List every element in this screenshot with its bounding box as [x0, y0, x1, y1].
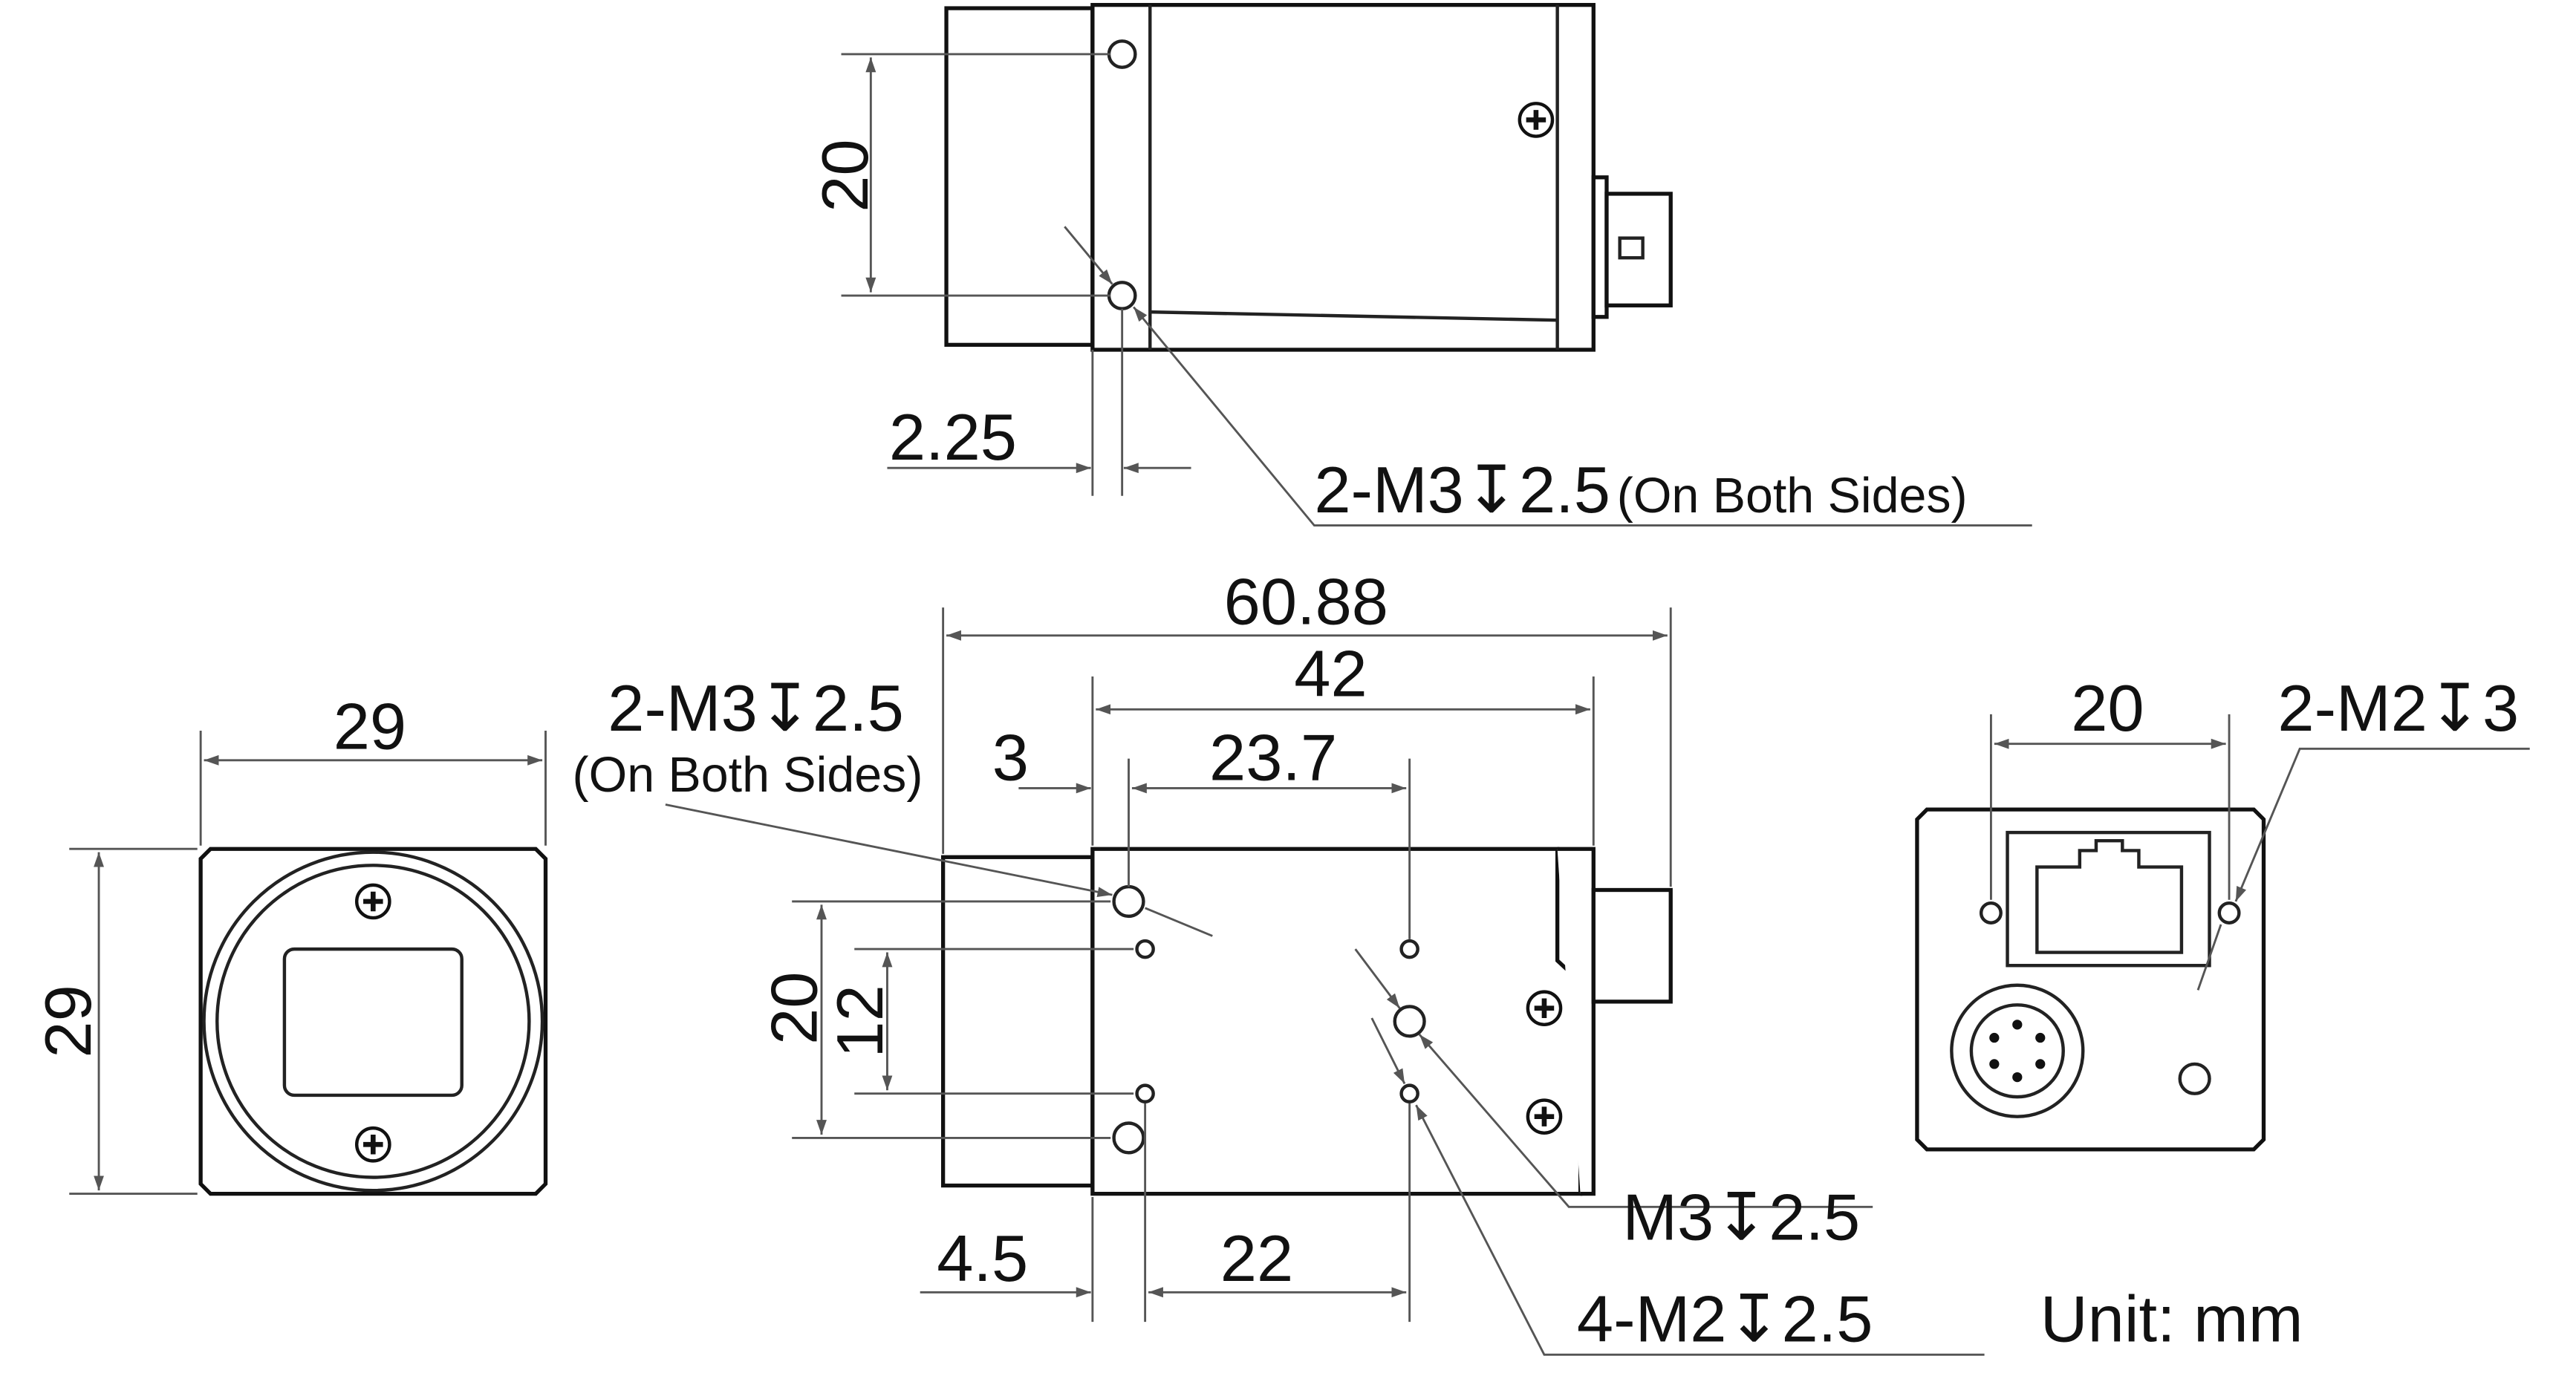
m2-callout: 4-M2↧2.5 [1577, 1282, 1873, 1356]
side-view: 60.88 42 3 23.7 20 12 4.5 22 2-M3↧2.5 (O… [573, 564, 1985, 1356]
connector [1604, 192, 1673, 307]
dim-label: 22 [1220, 1222, 1293, 1295]
back-view: 20 2-M2↧3 [1915, 671, 2530, 1152]
sensor-window [282, 947, 464, 1098]
hole-callout: 2-M2↧3 [2277, 671, 2519, 745]
dim-label: 20 [808, 139, 882, 212]
dim-label: 23.7 [1209, 720, 1337, 794]
front-view: 29 29 [31, 689, 548, 1196]
dim-label: 12 [823, 985, 897, 1057]
hole-callout: 2-M3↧2.5 [608, 671, 904, 745]
top-view: 20 2.25 2-M3↧2.5(On Both Sides) [808, 2, 2032, 527]
power-io-connector [1950, 983, 2085, 1118]
lens-body [944, 6, 1095, 348]
dim-label: 60.88 [1224, 564, 1388, 638]
screw-icon [1520, 103, 1552, 136]
dim-label: 20 [757, 972, 830, 1045]
dim-label: 2.25 [889, 400, 1017, 474]
dim-label: 4.5 [937, 1222, 1028, 1295]
dim-label: 3 [992, 720, 1029, 794]
screw-icon [1528, 1100, 1561, 1133]
unit-label: Unit: mm [2040, 1282, 2303, 1356]
connector [1591, 887, 1673, 1004]
dim-label: 29 [31, 985, 105, 1057]
hole-callout: 2-M3↧2.5(On Both Sides) [1314, 453, 1967, 526]
dim-label: 29 [334, 689, 406, 763]
screw-icon [357, 1128, 389, 1161]
hole-callout-note: (On Both Sides) [573, 748, 923, 803]
dim-label: 20 [2071, 671, 2144, 745]
screw-icon [357, 885, 389, 918]
m3-callout: M3↧2.5 [1622, 1181, 1860, 1254]
camera-body [1090, 2, 1596, 352]
dim-label: 42 [1294, 637, 1367, 711]
ethernet-port [2006, 830, 2211, 968]
screw-icon [1528, 992, 1561, 1025]
